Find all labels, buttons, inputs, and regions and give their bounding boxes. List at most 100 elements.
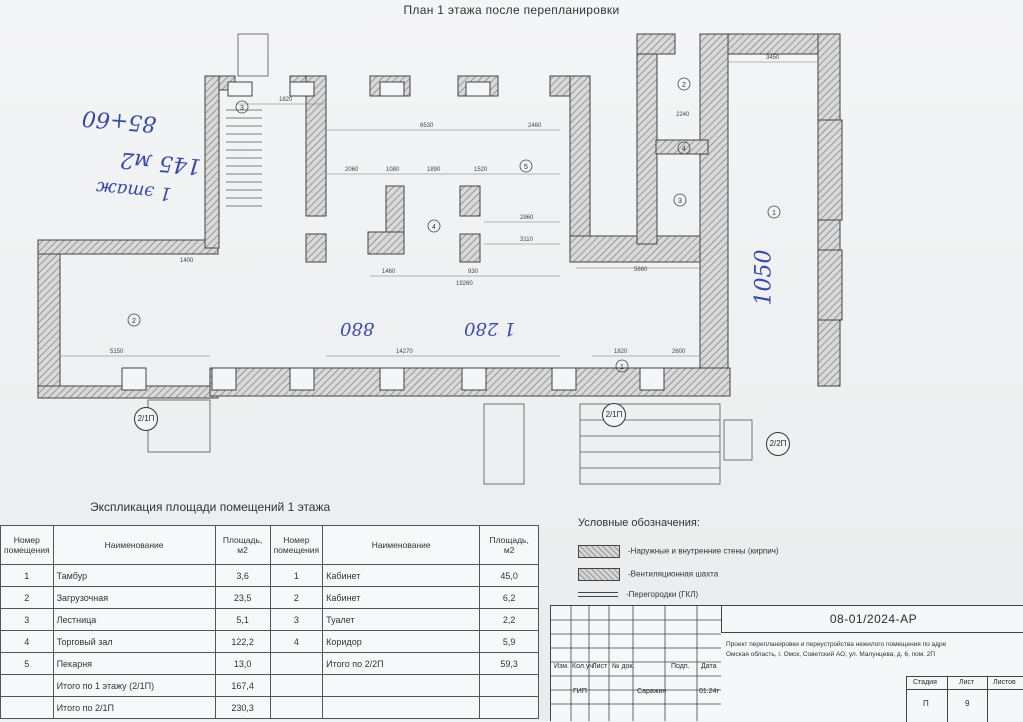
room-number: 2 [682,82,686,89]
legend-label: -Наружные и внутренние стены (кирпич) [628,546,779,556]
cell: 2,2 [479,608,540,631]
cell: 2 [269,586,324,609]
table-row: Итого по 2/1П 230,3 [0,696,540,719]
room-number: 5 [524,164,528,171]
wall-segment [37,239,219,255]
dim-label: 3110 [520,237,534,243]
column-header: Номер помещения [0,525,54,565]
lists-label: Листов [993,679,1016,686]
cell [479,696,540,719]
wall-segment [636,33,676,55]
dim-label: 2600 [672,349,686,355]
cell: 13,0 [214,652,271,675]
column-header: Кол.уч [572,663,593,670]
cell: Итого по 2/2П [322,652,481,675]
dim-label: 2060 [345,167,359,173]
legend-partitions: -Перегородки (ГКЛ) [578,590,698,599]
column-header: Площадь, м2 [214,525,271,565]
handwritten-note: 880 [340,318,375,339]
cell: Коридор [322,630,481,653]
cell [269,674,324,697]
cell: 3 [269,608,324,631]
handwritten-note: 1 280 [464,318,516,339]
room-number: 3 [678,198,682,205]
cell: Кабинет [322,586,481,609]
explication-title: Экспликация площади помещений 1 этажа [90,500,331,514]
room-marker-1b [767,205,781,219]
table-row: 3 Лестница 5,1 3 Туалет 2,2 [0,608,540,631]
cell: Кабинет [322,564,481,587]
room-marker-3b [673,193,687,207]
apartment-marker: 2/2П [766,432,790,456]
cell: 6,2 [479,586,540,609]
wall-segment [569,235,721,263]
column-header: Дата [701,663,717,670]
wall-segment [817,249,843,321]
cell: 4 [0,630,54,653]
legend-title: Условные обозначения: [578,517,700,529]
column-header: Наименование [322,525,481,565]
table-row: 1 Тамбур 3,6 1 Кабинет 45,0 [0,564,540,587]
cell: 5,1 [214,608,271,631]
cell: 45,0 [479,564,540,587]
wall-segment [37,239,61,399]
dim-label: 6530 [420,123,434,129]
column-header: Подп. [671,663,690,670]
cell: Туалет [322,608,481,631]
dim-label: 14270 [396,349,413,355]
wall-segment [699,33,729,387]
title-block-grid [551,606,721,721]
title-block: 08-01/2024-АР Проект перепланировки и пе… [550,605,1023,722]
cell: 5 [0,652,54,675]
cell: Итого по 2/1П [52,696,216,719]
cell: 230,3 [214,696,271,719]
project-description: Проект перепланировки и переустройства н… [726,640,1023,660]
column-header: Площадь, м2 [479,525,540,565]
cell [0,674,54,697]
window-pier [465,81,491,97]
handwritten-note: 1050 [751,249,777,306]
cell [269,696,324,719]
cell [479,674,540,697]
window-pier [461,367,487,391]
room-marker-1 [615,359,629,373]
window-pier [551,367,577,391]
project-line: Проект перепланировки и переустройства н… [726,641,947,648]
table-row: Итого по 1 этажу (2/1П) 167,4 [0,674,540,697]
room-number: 4 [432,224,436,231]
room-number: 1 [772,210,776,217]
list-value: 9 [965,699,970,708]
dim-label: 1080 [386,167,400,173]
document-code: 08-01/2024-АР [721,606,1023,633]
table-row: 5 Пекарня 13,0 Итого по 2/2П 59,3 [0,652,540,675]
window-pier [639,367,665,391]
cell: Пекарня [52,652,216,675]
table-row: 2 Загрузочная 23,5 2 Кабинет 6,2 [0,586,540,609]
room-marker-3 [235,100,249,114]
cell: 1 [269,564,324,587]
cell: 4 [269,630,324,653]
list-label: Лист [959,679,975,686]
wall-segment [817,119,843,221]
room-marker-4 [427,219,441,233]
column-header: № док. [612,663,635,670]
apartment-marker: 2/1П [134,407,158,431]
legend-walls: -Наружные и внутренние стены (кирпич) [578,545,779,558]
window-pier [379,367,405,391]
stage-label: Стадия [913,679,937,686]
room-marker-5 [519,159,533,173]
dim-label: 2460 [528,123,542,129]
dim-label: 19260 [456,281,473,287]
dim-label: 3450 [766,55,780,61]
table-header-row: Номер помещения Наименование Площадь, м2… [0,525,540,565]
window-pier [227,81,253,97]
walls [37,33,843,399]
column [385,185,405,233]
column-header: Наименование [52,525,216,565]
cell: 5,9 [479,630,540,653]
legend-vent: -Вентиляционная шахта [578,568,718,581]
dim-label: 2240 [676,112,690,118]
wall-segment [569,75,591,247]
room-number: 1 [620,364,624,371]
table-row: 4 Торговый зал 122,2 4 Коридор 5,9 [0,630,540,653]
